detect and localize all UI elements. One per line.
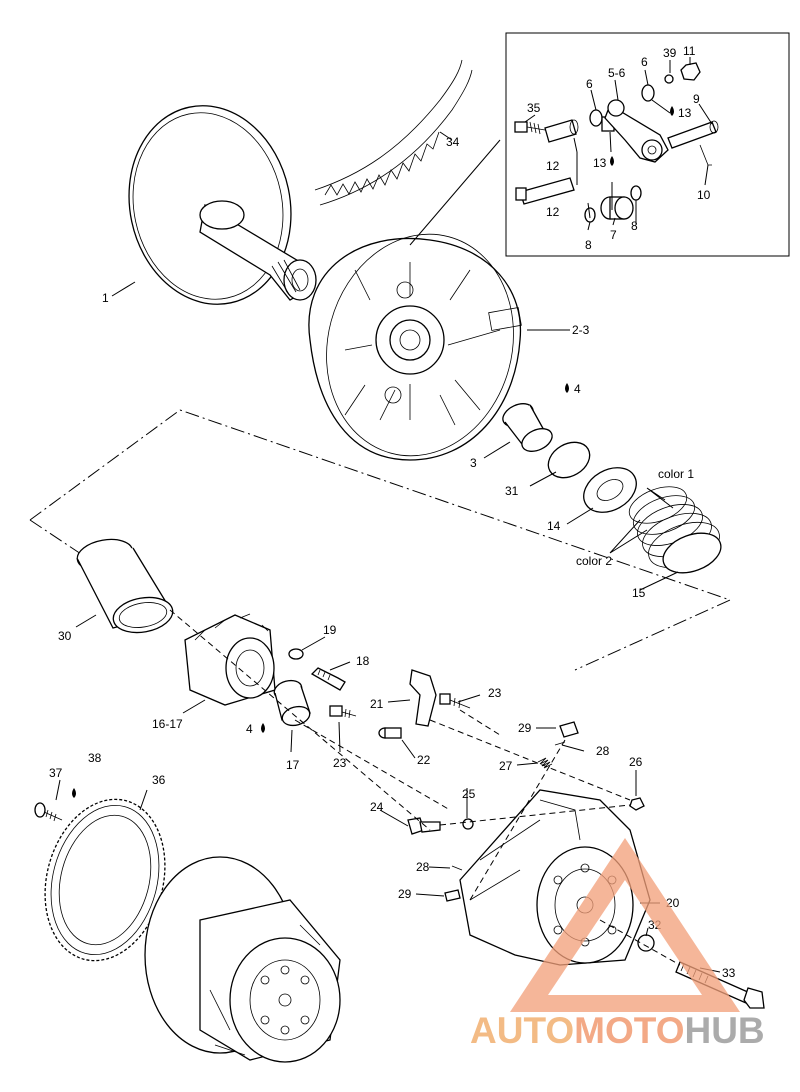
- small-hardware: [288, 648, 471, 739]
- alignment-lines: [169, 609, 681, 966]
- oil-drop-icon: [72, 106, 674, 798]
- spring-pin-hardware: [407, 721, 645, 902]
- label-15: 15: [632, 586, 646, 600]
- label-color-1: color 1: [658, 467, 694, 481]
- label-24: 24: [370, 800, 384, 814]
- label-2-3: 2-3: [572, 323, 590, 337]
- label-1: 1: [102, 291, 109, 305]
- label-21: 21: [370, 697, 384, 711]
- label-4b: 4: [246, 722, 253, 736]
- watermark-hub: HUB: [684, 1010, 764, 1051]
- label-38: 38: [88, 751, 102, 765]
- watermark-logo: AUTOMOTOHUB: [470, 838, 765, 1051]
- label-13a: 13: [678, 106, 692, 120]
- label-3: 3: [470, 456, 477, 470]
- label-31: 31: [505, 484, 519, 498]
- label-18: 18: [356, 654, 370, 668]
- drive-belt-part: [314, 59, 473, 206]
- warning-triangle-icon: [510, 838, 740, 1012]
- label-37: 37: [49, 766, 63, 780]
- label-8a: 8: [585, 238, 592, 252]
- label-28b: 28: [416, 860, 430, 874]
- label-8b: 8: [631, 219, 638, 233]
- leader-lines: [55, 57, 721, 973]
- washer-part-14: [583, 467, 637, 513]
- label-29a: 29: [518, 721, 532, 735]
- circlip-part: [547, 441, 591, 479]
- bushing-part-3: [502, 403, 553, 452]
- label-34: 34: [446, 135, 460, 149]
- label-25: 25: [462, 787, 476, 801]
- label-28a: 28: [596, 744, 610, 758]
- screw-part-37: [34, 802, 63, 822]
- ring-gear-part: [44, 798, 166, 962]
- label-5-6: 5-6: [608, 66, 626, 80]
- assembled-pulley: [144, 856, 341, 1063]
- label-13b: 13: [593, 156, 607, 170]
- label-36: 36: [152, 773, 166, 787]
- spring-part: [628, 486, 722, 574]
- label-29b: 29: [398, 887, 412, 901]
- label-35: 35: [527, 101, 541, 115]
- label-19: 19: [323, 623, 337, 637]
- detail-box: [505, 32, 790, 257]
- watermark-moto: MOTO: [574, 1010, 684, 1051]
- label-33: 33: [722, 966, 736, 980]
- label-9: 9: [693, 92, 700, 106]
- label-26: 26: [629, 755, 643, 769]
- label-27: 27: [499, 759, 513, 773]
- label-23a: 23: [488, 686, 502, 700]
- label-4a: 4: [574, 382, 581, 396]
- label-16-17: 16-17: [152, 717, 183, 731]
- movable-sheave-part: [308, 233, 522, 461]
- label-11: 11: [683, 44, 696, 58]
- label-7: 7: [610, 228, 617, 242]
- governor-cup-part: [184, 613, 276, 706]
- label-12a: 12: [546, 159, 560, 173]
- label-12b: 12: [546, 205, 560, 219]
- label-10: 10: [697, 188, 711, 202]
- label-17: 17: [286, 758, 300, 772]
- label-23b: 23: [333, 756, 347, 770]
- sleeve-part: [76, 538, 174, 634]
- label-22: 22: [417, 753, 431, 767]
- svg-text:AUTOMOTOHUB: AUTOMOTOHUB: [470, 1010, 765, 1051]
- label-30: 30: [58, 629, 72, 643]
- label-39: 39: [663, 46, 677, 60]
- part-number-labels: 1 2-3 3 4 4 5-6 6 6 7 8 8 9 10 11 12 12 …: [49, 44, 736, 980]
- label-14: 14: [547, 519, 561, 533]
- label-6b: 6: [641, 55, 648, 69]
- dash-dot-enclosure: [29, 409, 732, 671]
- label-6a: 6: [586, 77, 593, 91]
- detail-parts: [514, 62, 719, 223]
- bushing-part-17: [273, 679, 311, 727]
- fixed-sheave-part: [128, 105, 317, 305]
- label-color-2: color 2: [576, 554, 612, 568]
- watermark-auto: AUTO: [470, 1010, 574, 1051]
